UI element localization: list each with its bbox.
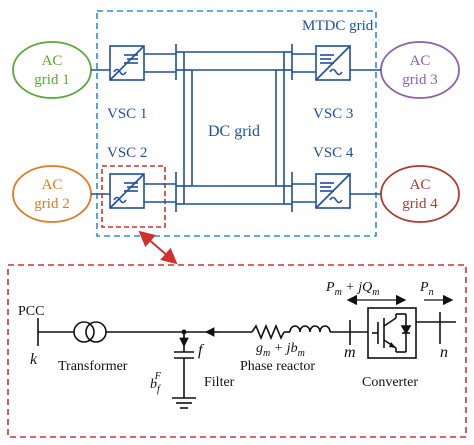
vsc-1-symbol — [109, 45, 145, 81]
detail-boundary — [7, 264, 467, 438]
svg-text:AC: AC — [410, 53, 431, 69]
vsc-2-symbol — [109, 173, 145, 209]
dc-grid-network — [144, 44, 316, 212]
phase-reactor-symbol — [251, 323, 368, 341]
impedance-label: gm + jbm — [256, 341, 305, 359]
filter-symbol — [172, 332, 196, 409]
svg-text:AC: AC — [42, 177, 63, 193]
vsc-3-symbol — [315, 45, 351, 81]
mtdc-grid-label: MTDC grid — [302, 18, 374, 34]
vsc-4-label: VSC 4 — [313, 145, 354, 161]
zoom-arrow — [138, 230, 178, 265]
dc-side-line — [416, 312, 456, 344]
transformer-symbol — [73, 321, 107, 343]
mtdc-grid-boundary — [96, 10, 377, 237]
vsc-2-highlight — [101, 165, 166, 228]
ac-grid-1: AC grid 1 — [12, 41, 92, 99]
f-node-label: f — [198, 342, 205, 359]
igbt-emitter-arrow — [389, 342, 396, 348]
svg-text:AC: AC — [410, 177, 431, 193]
k-node-label: k — [30, 351, 38, 368]
ac-grid-3: AC grid 3 — [380, 41, 460, 99]
converter-label: Converter — [362, 375, 418, 390]
svg-text:grid 2: grid 2 — [34, 196, 69, 212]
vsc-4-symbol — [315, 173, 351, 209]
bf-label: bfF — [150, 371, 162, 395]
phase-reactor-label: Phase reactor — [240, 359, 315, 374]
n-node-label: n — [440, 344, 448, 361]
converter-symbol — [367, 307, 417, 359]
filter-junction — [181, 329, 187, 335]
ac-connections — [91, 69, 381, 195]
filter-label: Filter — [204, 375, 235, 390]
ac-grid-2: AC grid 2 — [12, 165, 92, 223]
dc-grid-label: DC grid — [208, 123, 260, 140]
pn-label: Pn — [419, 280, 434, 298]
m-node-label: m — [344, 344, 356, 361]
svg-text:grid 4: grid 4 — [402, 196, 438, 212]
svg-text:AC: AC — [42, 53, 63, 69]
svg-text:grid 1: grid 1 — [34, 72, 69, 88]
svg-text:grid 3: grid 3 — [402, 72, 437, 88]
pcc-bus — [37, 318, 74, 346]
ac-grid-4: AC grid 4 — [380, 165, 460, 223]
vsc-2-label: VSC 2 — [107, 145, 147, 161]
pm-qm-label: Pm + jQm — [325, 280, 379, 298]
vsc-1-label: VSC 1 — [107, 106, 147, 122]
transformer-label: Transformer — [58, 359, 128, 374]
vsc-3-label: VSC 3 — [313, 106, 353, 122]
pcc-label: PCC — [18, 304, 44, 319]
